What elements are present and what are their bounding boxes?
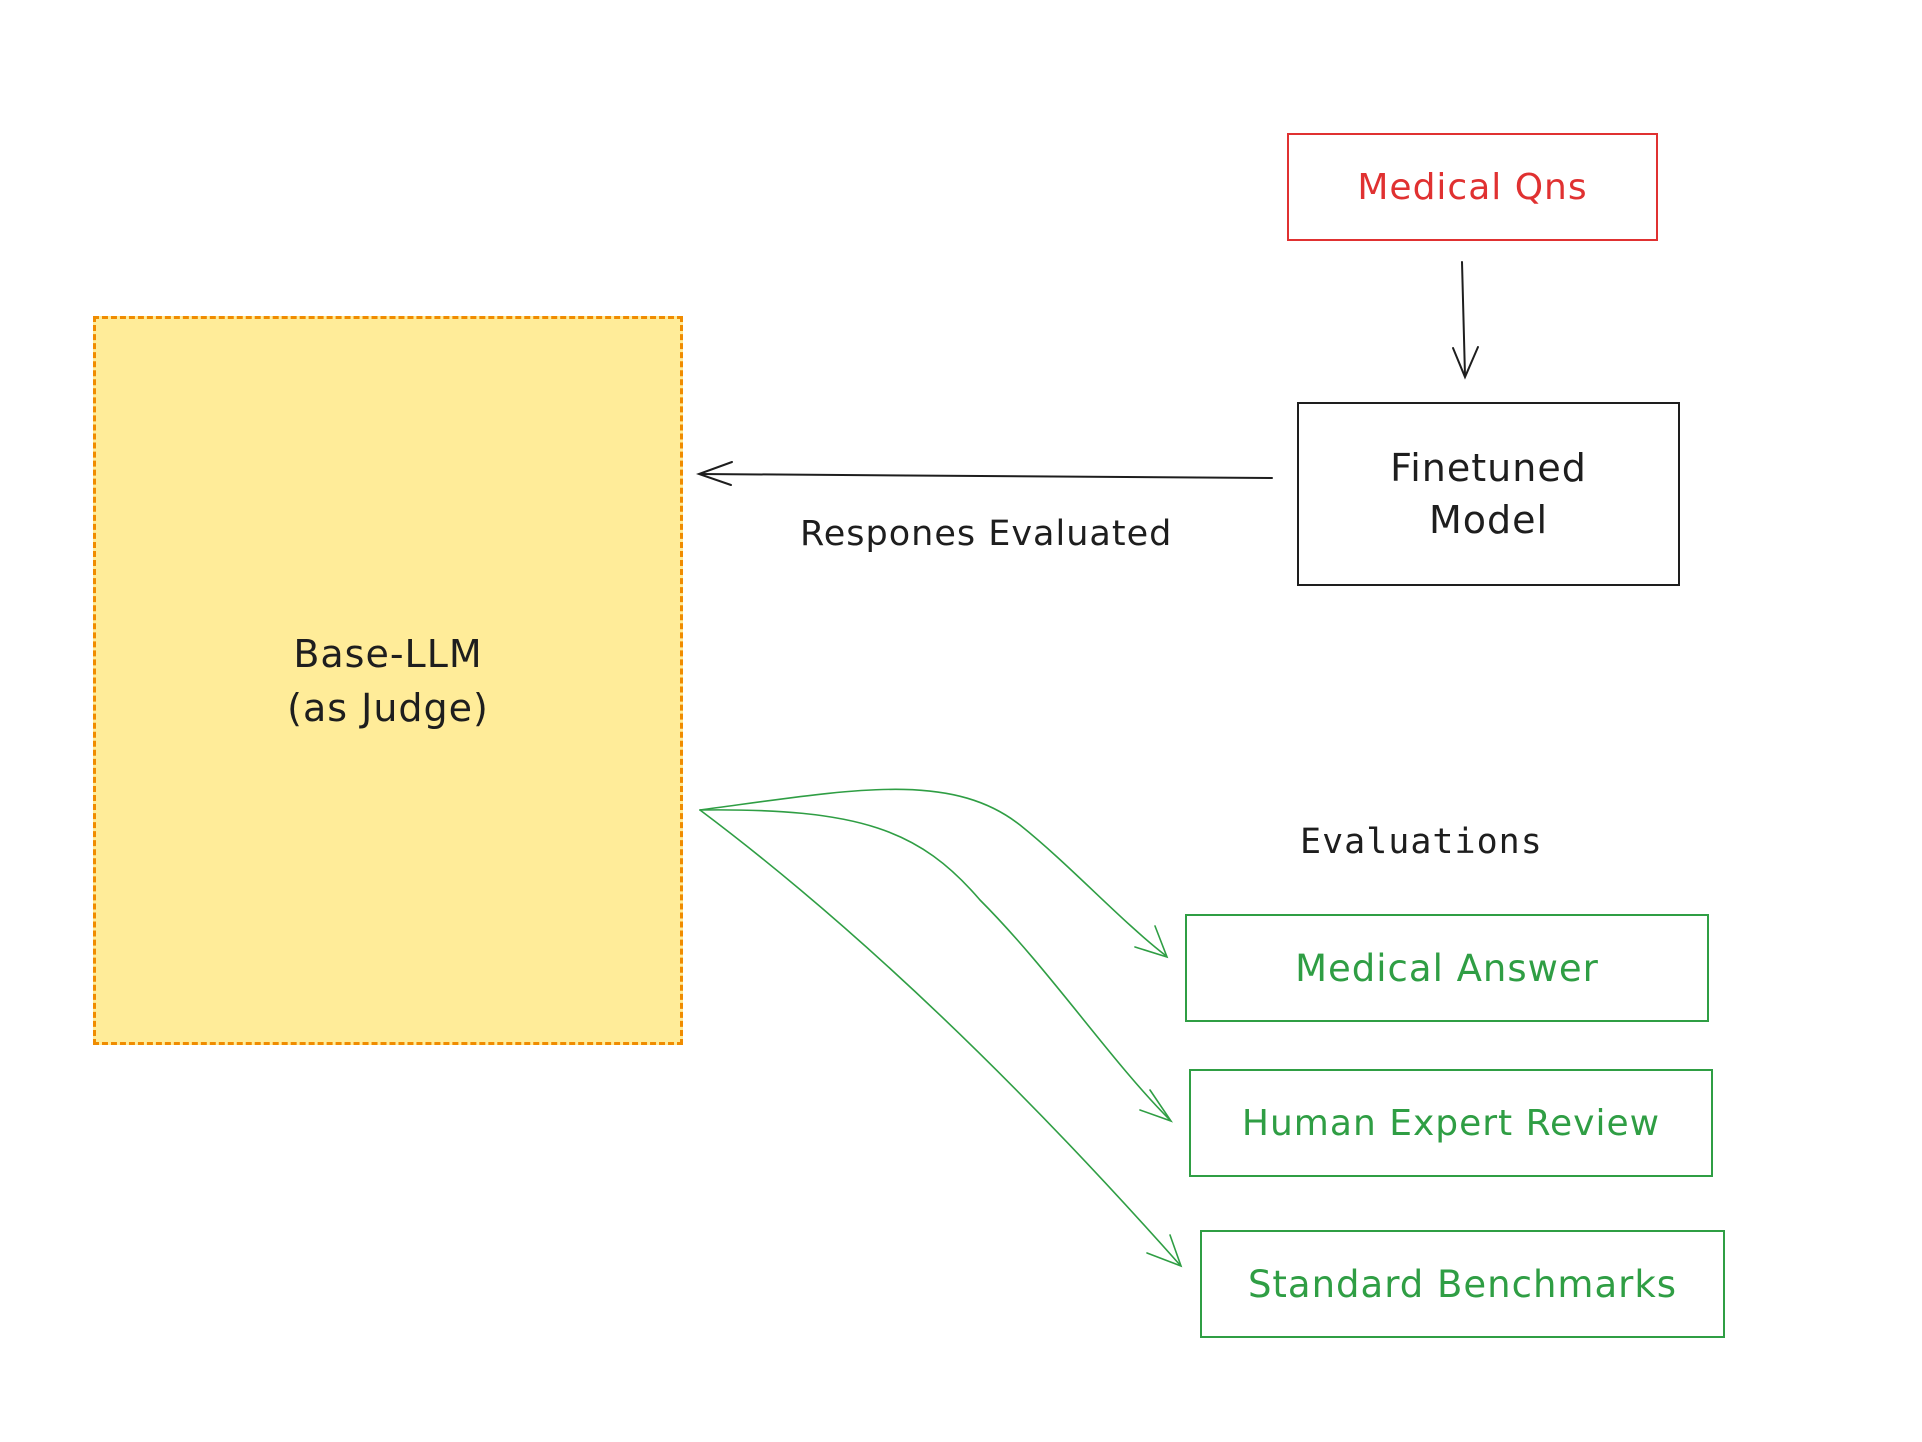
base-llm-label-line1: Base-LLM xyxy=(293,631,483,676)
arrow-to-standard-benchmarks xyxy=(699,809,1181,1266)
medical-answer-label: Medical Answer xyxy=(1295,946,1599,990)
medical-qns-label: Medical Qns xyxy=(1357,166,1588,208)
arrow-model-to-judge xyxy=(696,461,1273,486)
arrow-to-medical-answer xyxy=(699,788,1166,956)
finetuned-model-box: Finetuned Model xyxy=(1297,402,1680,586)
finetuned-model-label-line2: Model xyxy=(1428,498,1549,542)
base-llm-judge-box: Base-LLM (as Judge) xyxy=(93,316,683,1045)
arrow-to-human-expert-review xyxy=(699,809,1171,1121)
standard-benchmarks-box: Standard Benchmarks xyxy=(1200,1230,1725,1338)
evaluations-heading: Evaluations xyxy=(1300,822,1543,862)
medical-answer-box: Medical Answer xyxy=(1185,914,1709,1022)
arrows-judge-to-evaluations xyxy=(699,788,1183,1268)
arrow-qns-to-model xyxy=(1452,261,1479,380)
base-llm-label-line2: (as Judge) xyxy=(287,685,489,730)
responses-evaluated-label: Respones Evaluated xyxy=(800,514,1173,554)
standard-benchmarks-label: Standard Benchmarks xyxy=(1247,1262,1678,1306)
human-expert-review-label: Human Expert Review xyxy=(1241,1102,1661,1144)
finetuned-model-label-line1: Finetuned xyxy=(1390,446,1587,490)
medical-qns-box: Medical Qns xyxy=(1287,133,1658,241)
human-expert-review-box: Human Expert Review xyxy=(1189,1069,1713,1177)
